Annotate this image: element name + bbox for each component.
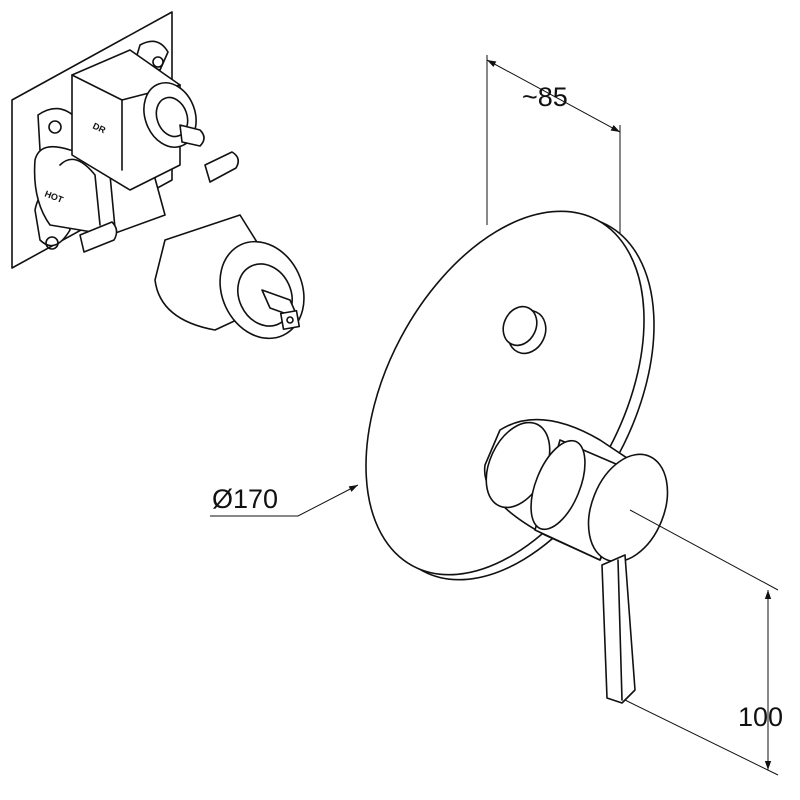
concealed-valve-body: DR HOT xyxy=(11,11,305,340)
diverter-block xyxy=(71,49,181,191)
diameter-dimension-label: Ø170 xyxy=(212,484,278,514)
lever-height-dimension-label: 100 xyxy=(738,702,783,732)
diverter-spindle xyxy=(179,124,205,147)
lever-height-dimension: 100 xyxy=(624,509,783,776)
bottom-inlet xyxy=(79,221,118,253)
diameter-dimension: Ø170 xyxy=(210,484,359,517)
diverter-button xyxy=(502,305,547,355)
depth-dimension: ~85 xyxy=(486,55,621,470)
mixer-lever xyxy=(601,554,636,704)
mixer-handle xyxy=(483,418,669,704)
depth-dimension-label: ~85 xyxy=(522,82,568,112)
escutcheon-plate xyxy=(365,210,655,581)
side-outlet xyxy=(204,151,240,183)
